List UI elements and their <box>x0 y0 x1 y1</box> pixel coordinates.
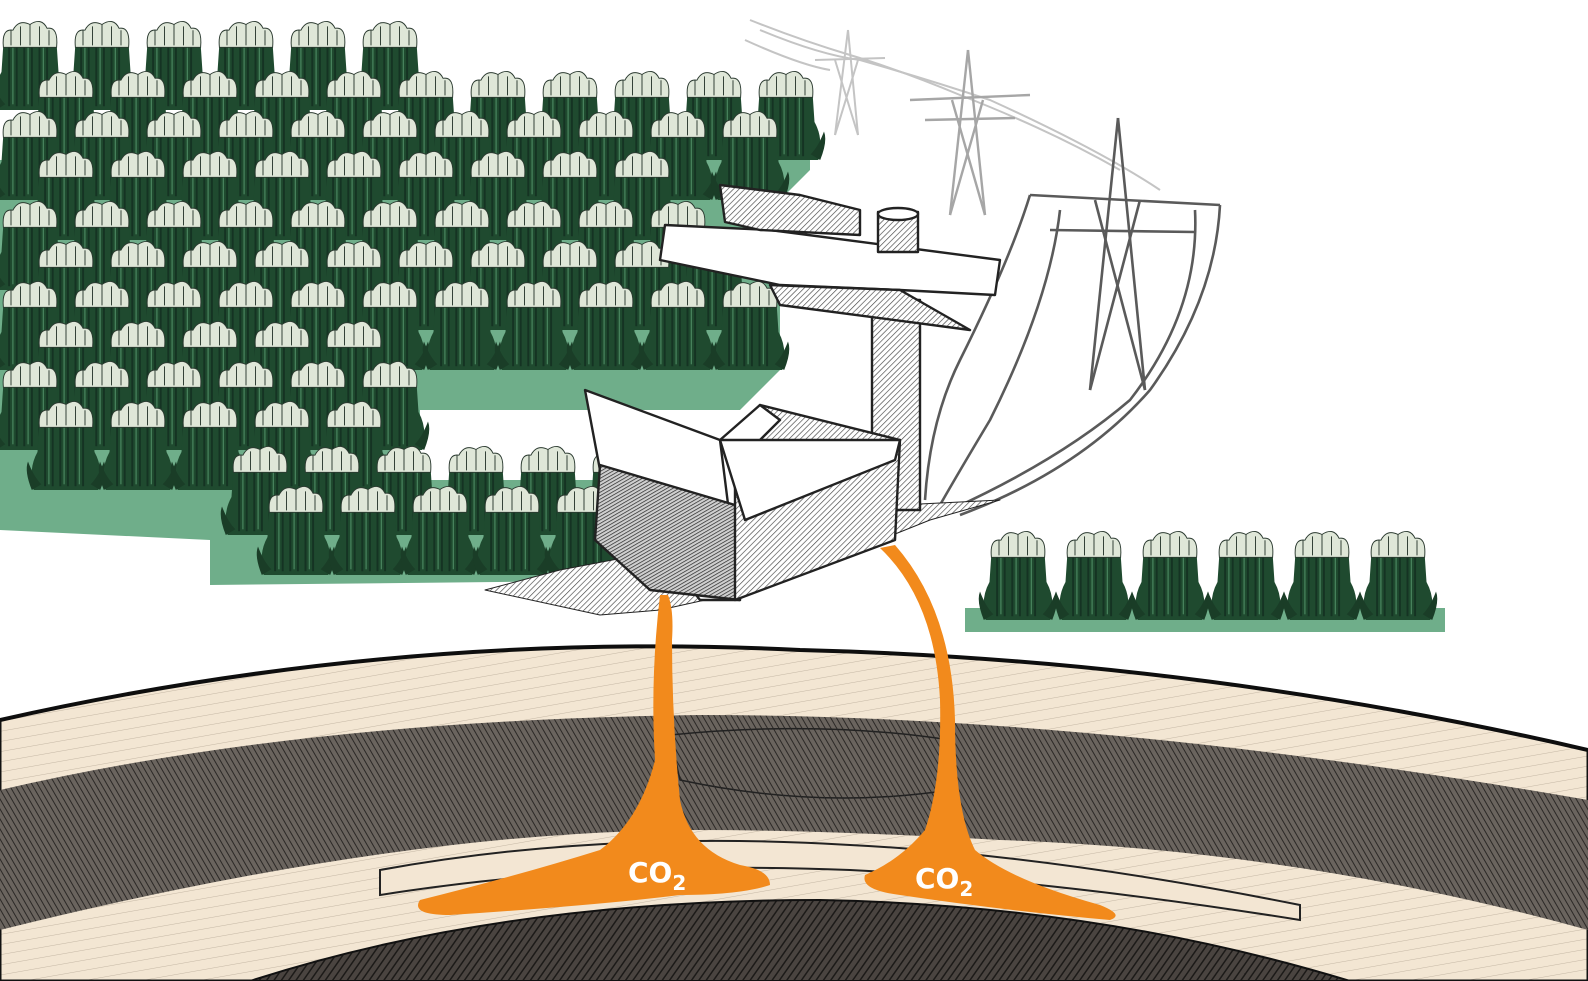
miscanthus-grass-icon <box>1055 531 1134 620</box>
miscanthus-grass-icon <box>979 531 1058 620</box>
ground-cross-section <box>0 646 1588 981</box>
miscanthus-grass-icon <box>1207 531 1286 620</box>
miscanthus-grass-icon <box>1283 531 1362 620</box>
grass-row-right <box>965 531 1445 632</box>
miscanthus-grass-icon <box>1131 531 1210 620</box>
miscanthus-grass-icon <box>1359 531 1438 620</box>
